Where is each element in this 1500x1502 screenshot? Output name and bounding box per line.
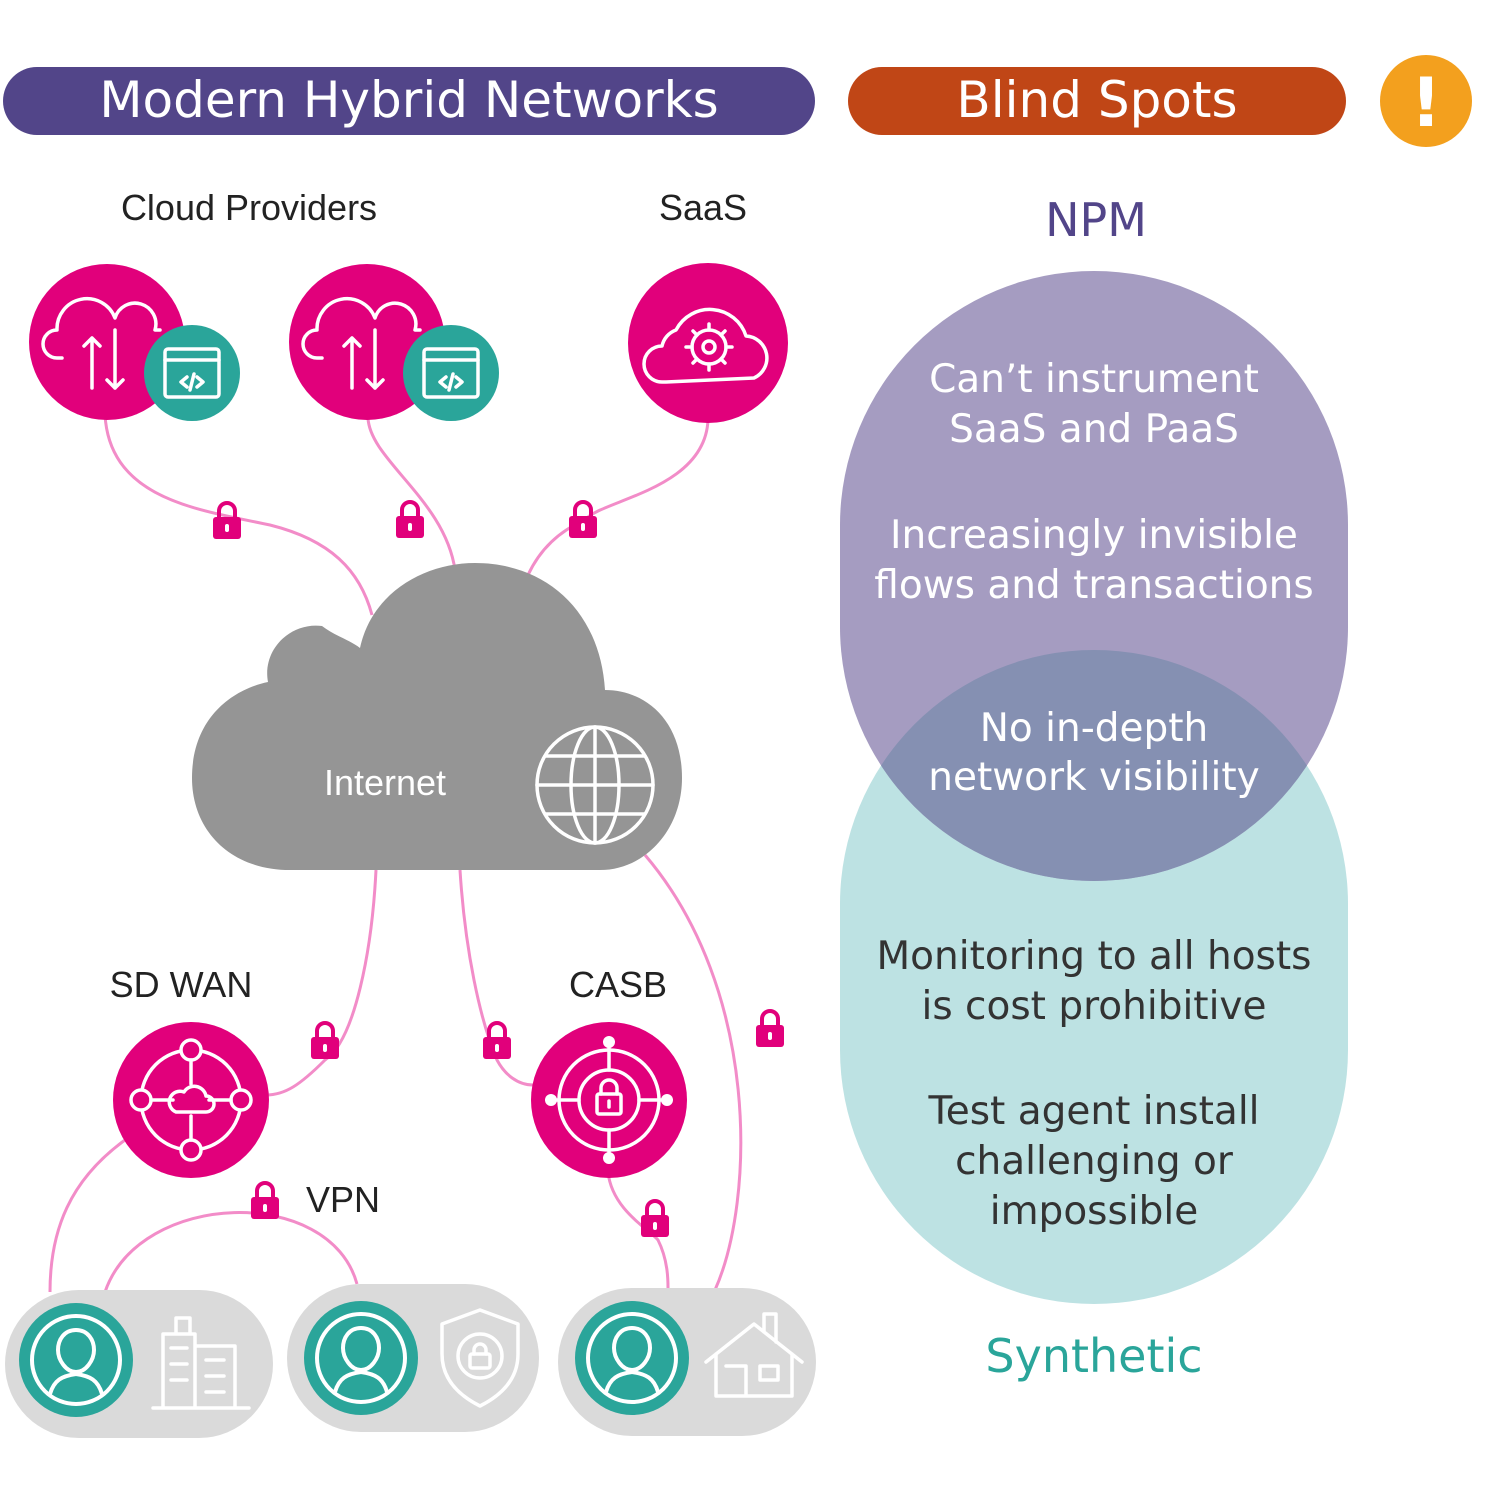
- overlap-text-line: No in-depth: [980, 706, 1209, 751]
- cloud-transfer-icon: [301, 296, 422, 390]
- cloud-provider-node-2: [289, 264, 499, 421]
- user-group-security: [287, 1284, 539, 1432]
- padlock-icon: [640, 1199, 670, 1238]
- cloud-gear-icon: [642, 307, 769, 384]
- npm-text-line: flows and transactions: [874, 563, 1313, 608]
- vpn-label: VPN: [306, 1179, 380, 1220]
- internet-cloud: Internet: [192, 563, 682, 870]
- padlock-icon: [755, 1009, 785, 1048]
- synthetic-text-line: impossible: [990, 1189, 1199, 1234]
- padlock-icon: [395, 500, 425, 539]
- cloud-provider-node-1: [29, 264, 240, 421]
- office-building-icon: [151, 1316, 251, 1410]
- casb-node: [531, 1022, 687, 1178]
- shield-lock-icon: [440, 1308, 520, 1408]
- npm-label: NPM: [1045, 193, 1147, 247]
- synthetic-label: Synthetic: [985, 1329, 1202, 1383]
- header-left: Modern Hybrid Networks: [3, 67, 815, 135]
- header-right-title: Blind Spots: [956, 71, 1237, 129]
- padlock-icon: [212, 501, 242, 540]
- alert-icon: !: [1380, 55, 1472, 147]
- connection-lines: [48, 414, 743, 1293]
- cloud-providers-label: Cloud Providers: [121, 187, 377, 228]
- alert-symbol: !: [1410, 64, 1441, 143]
- user-group-home: [558, 1288, 816, 1436]
- synthetic-text-line: challenging or: [955, 1139, 1234, 1184]
- user-group-office: [5, 1290, 273, 1438]
- padlock-icon: [250, 1181, 280, 1220]
- venn-diagram: NPM Synthetic Can’t instrument SaaS and …: [840, 193, 1348, 1383]
- sdwan-node: [113, 1022, 269, 1178]
- venn-overlap: [840, 650, 1348, 881]
- npm-text-line: Can’t instrument: [929, 357, 1259, 402]
- header-left-title: Modern Hybrid Networks: [99, 71, 718, 129]
- synthetic-text-line: Monitoring to all hosts: [877, 934, 1312, 979]
- saas-node: [628, 263, 788, 423]
- overlap-text-line: network visibility: [928, 755, 1259, 800]
- casb-label: CASB: [569, 964, 667, 1005]
- npm-text-line: SaaS and PaaS: [949, 407, 1239, 452]
- code-window-icon: [163, 347, 221, 399]
- code-window-icon: [422, 347, 480, 399]
- sdwan-label: SD WAN: [110, 964, 253, 1005]
- internet-label: Internet: [324, 762, 446, 803]
- synthetic-text-line: is cost prohibitive: [921, 984, 1266, 1029]
- padlock-icon: [568, 500, 598, 539]
- npm-text-line: Increasingly invisible: [890, 513, 1298, 558]
- network-hub-icon: [129, 1038, 253, 1162]
- header-right: Blind Spots: [848, 67, 1346, 135]
- padlock-icon: [310, 1021, 340, 1060]
- synthetic-text-line: Test agent install: [928, 1089, 1260, 1134]
- lock-target-icon: [545, 1036, 673, 1164]
- globe-icon: [535, 725, 655, 845]
- house-icon: [704, 1312, 804, 1398]
- cloud-transfer-icon: [41, 296, 162, 390]
- saas-label: SaaS: [659, 187, 747, 228]
